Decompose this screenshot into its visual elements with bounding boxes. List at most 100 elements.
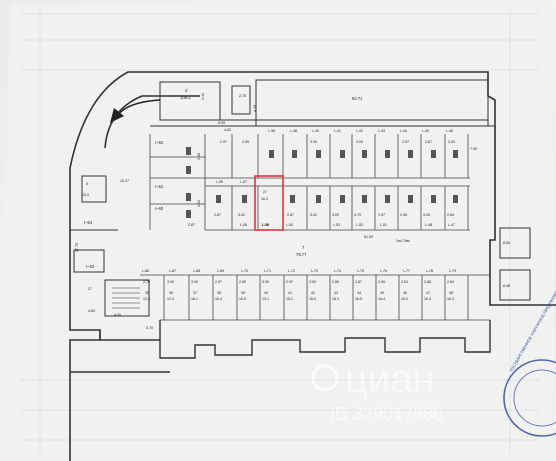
space-area: 15.2 [286,297,293,301]
dim-label: 2.97 [402,140,409,144]
dim-label: 2.87 [425,140,432,144]
space-label: I–43 [378,129,385,133]
dim-label: 3.00 [309,280,316,284]
dim-label: 2.87 [214,213,221,217]
space-number: 38 [217,291,221,295]
dim-label: 3.00 [401,280,408,284]
dim-label: 3.70 [354,213,361,217]
upper-parking-row [149,134,470,230]
space-label: I–51 [380,223,387,227]
space-area: 16.6 [239,297,246,301]
room-number: 7 [302,245,305,250]
dim-label: 3.00 [356,140,363,144]
highlighted-space-labels: 27 16.3 I–58 [261,190,269,227]
space-label: I–42 [356,129,363,133]
watermark: циан ID 329017680 [311,357,443,424]
room-dim: 4.44 [201,93,205,100]
stair-area: 2.75 [239,94,246,98]
dim-label: 2.87 [287,213,294,217]
dim-label: 2.84 [447,213,454,217]
dim-label: 2.86 [332,280,339,284]
dim-label: 3.00 [448,140,455,144]
room-area: 10.0 [82,193,89,197]
space-label: I–59 [216,180,223,184]
space-area: 13.1 [262,297,269,301]
space-label: I–36 [268,129,275,133]
room-number: 4 [185,88,188,93]
room-number: 5 [86,182,88,186]
space-label: I–38 [290,129,297,133]
inner-walls [70,79,531,317]
room-area: 108.3 [180,95,191,100]
space-label: I–63 [86,264,95,269]
space-label: I–45 [422,129,429,133]
space-label: I–76 [380,269,387,273]
space-number: 42 [311,291,315,295]
dim-label: 2.97 [220,140,227,144]
space-area: 16.3 [261,197,268,201]
dim-label: 17.75 [75,243,79,252]
highlighted-parking-space [254,175,284,231]
dim-label: 2.97 [286,280,293,284]
space-number: 43 [334,291,338,295]
space-label: I–44 [400,129,407,133]
space-number: 44 [357,291,361,295]
room-area-large: 92.71 [352,96,363,101]
space-label: I–46 [446,129,453,133]
space-number: 27 [263,190,267,194]
lower-building-footprint [70,320,491,373]
space-number: 39 [241,291,245,295]
space-label: I–60 [155,206,164,211]
space-label: I–64 [84,220,93,225]
space-label: I–53 [333,223,340,227]
dim-label: 2.88 [424,280,431,284]
grid-lines [20,10,540,455]
brand-logo-icon [311,364,339,392]
space-label: I–47 [448,223,455,227]
space-area: 16.4 [215,297,222,301]
space-label: I–78 [426,269,433,273]
dim-label: 4.89 [88,309,95,313]
dim-label: 7.50 [470,147,477,151]
space-label: I–41 [334,129,341,133]
space-number: 47 [426,291,430,295]
space-area: 16.0 [401,297,408,301]
room-number: 27 [88,287,92,291]
space-label: I–79 [449,269,456,273]
dim-label: 1н4.76м [396,239,410,243]
dim-label: 3.08 [197,153,201,160]
space-label: I–61 [155,184,164,189]
upper-row-space-labels: I–36 I–38 I–40 I–41 I–42 I–43 I–44 I–45 … [268,129,453,133]
dim-label: 2.97 [378,213,385,217]
dim-label: 3.00 [332,213,339,217]
dim-label: 2.89 [239,280,246,284]
dim-label: 3.00 [167,280,174,284]
space-area: 16.3 [447,297,454,301]
dim-label: 8.48 [503,284,510,288]
dim-label: 2.95 [242,140,249,144]
dim-label: 3.04 [197,200,201,207]
lower-row-space-areas: 13.3 12.4 16.1 16.4 16.6 13.1 15.2 16.0 … [143,297,454,301]
space-number: 45 [380,291,384,295]
room-area: 79.77 [296,252,307,257]
middle-row-top-labels: I–59 I–57 [216,180,247,184]
middle-row-dims: 2.87 3.02 2.87 3.02 3.00 3.70 2.97 2.98 … [214,213,454,217]
dim-label: 2.70 [143,280,150,284]
space-label: I–73 [311,269,318,273]
lower-row-dims: 2.70 3.00 3.00 2.97 2.89 3.00 2.97 3.00 … [143,280,454,284]
space-number: 41 [288,291,292,295]
dim-label: 2.87 [355,280,362,284]
space-label: I–74 [334,269,341,273]
upper-row-dims: 2.97 2.95 3.00 3.00 2.97 2.87 3.00 [220,140,455,144]
space-label: I–62 [155,140,164,145]
space-label: I–70 [241,269,248,273]
space-number: 35 [145,291,149,295]
space-area: 16.3 [332,297,339,301]
space-label: I–67 [169,269,176,273]
dim-label: 2.98 [400,213,407,217]
middle-parking-row [205,185,470,231]
dim-label: 3.02 [238,213,245,217]
space-label: I–77 [403,269,410,273]
